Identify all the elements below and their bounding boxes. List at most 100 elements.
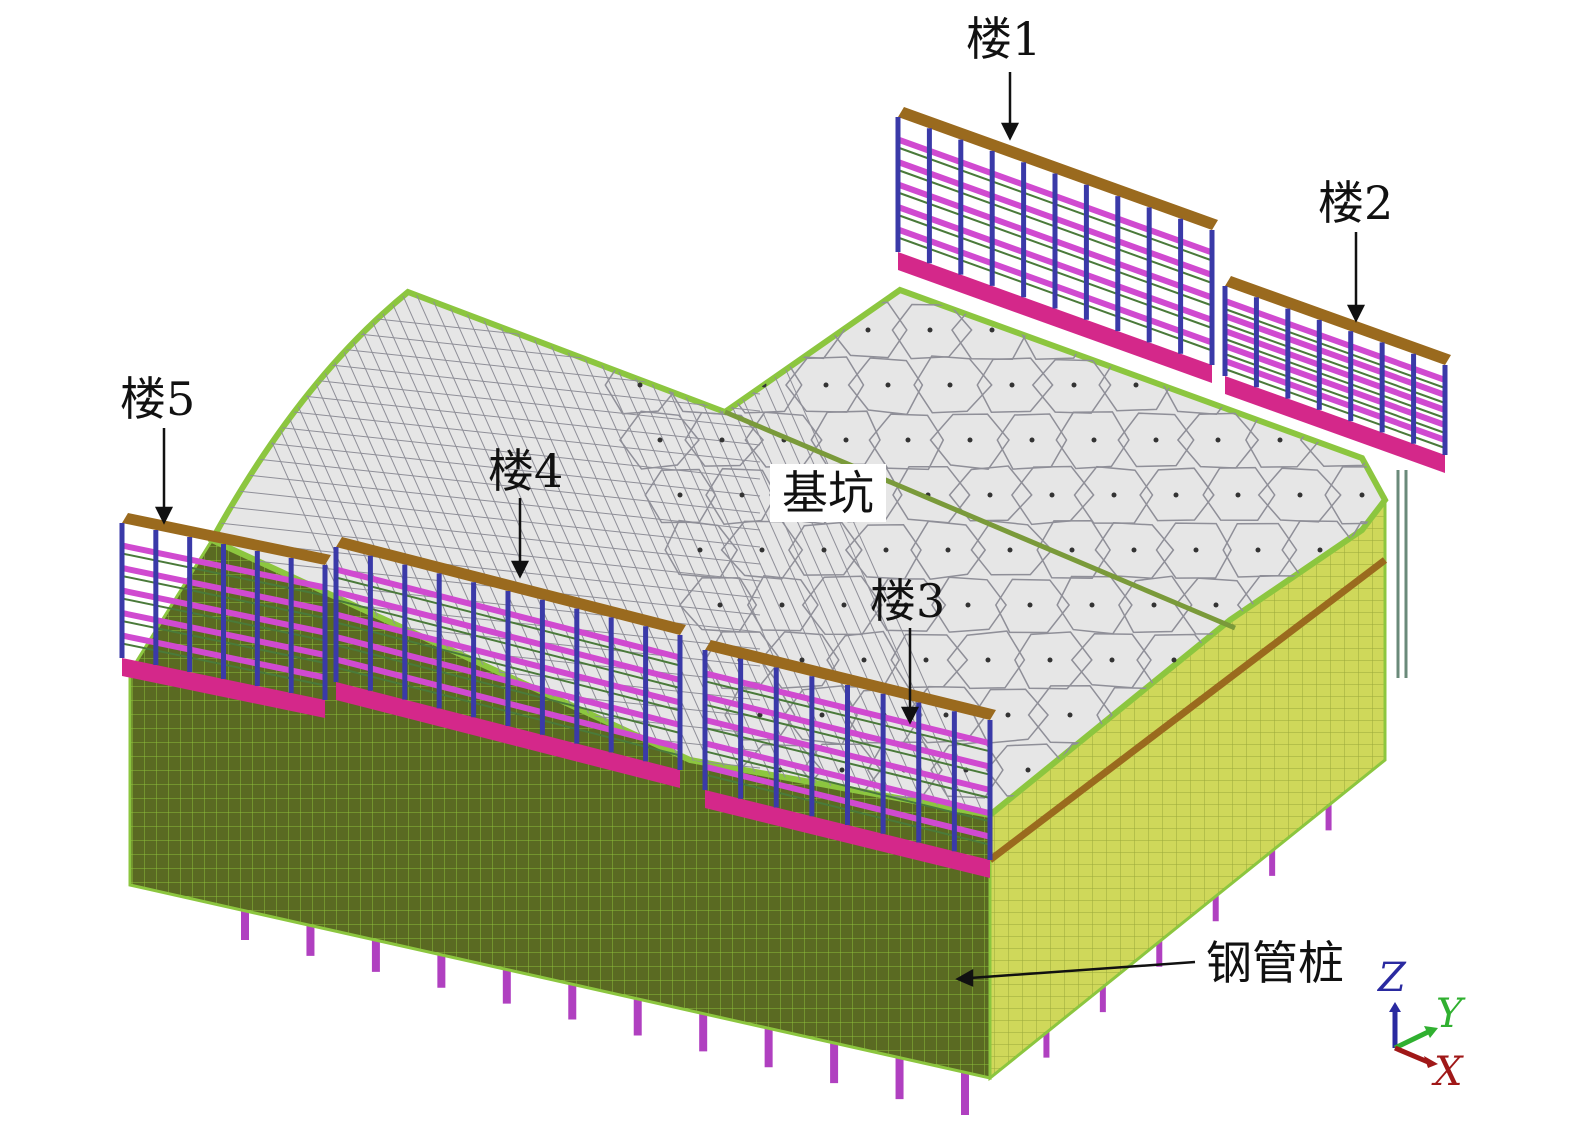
building-roof [705, 640, 996, 720]
mesh-node [1171, 657, 1177, 663]
mesh-node [1255, 547, 1261, 553]
mesh-node [1091, 437, 1097, 443]
mesh-node [803, 327, 809, 333]
building-beam [1223, 358, 1447, 443]
x-axis-label: X [1434, 1049, 1463, 1095]
building-base [705, 790, 990, 878]
mesh-node [1109, 657, 1115, 663]
mesh-node [1317, 547, 1323, 553]
building-base [1225, 376, 1445, 473]
mesh-node [823, 382, 829, 388]
mesh-cell [746, 575, 819, 632]
mesh-node [885, 382, 891, 388]
annotation-arrows [154, 72, 1366, 987]
mesh-cell [1118, 575, 1193, 634]
building-beam [1224, 353, 1446, 434]
mesh-cell [946, 630, 1026, 690]
mesh-line [212, 469, 761, 531]
mesh-node [1235, 492, 1241, 498]
pit-divider [724, 409, 1236, 631]
mesh-cell [976, 357, 1054, 413]
building-4-frame [333, 537, 686, 788]
building-beam [1223, 313, 1447, 398]
building-base [122, 658, 325, 718]
mesh-node [1398, 768, 1403, 773]
mesh-node [1213, 602, 1219, 608]
mesh-node [1420, 658, 1425, 663]
mesh-node [779, 602, 785, 608]
mesh-cell [1036, 519, 1111, 579]
mesh-node [927, 327, 933, 333]
x-axis-arrow [1394, 1045, 1429, 1065]
building-4-label: 楼4 [488, 444, 564, 498]
building-beam [1224, 368, 1446, 449]
mesh-node [945, 547, 951, 553]
mesh-cell [644, 468, 717, 524]
building-roof [122, 513, 331, 565]
mesh-node [1111, 492, 1117, 498]
mesh-node [1025, 767, 1031, 773]
mesh-node [947, 382, 953, 388]
mesh-cell [913, 355, 993, 414]
mesh-cell [1202, 466, 1276, 521]
mesh-node [843, 437, 849, 443]
mesh-node [1173, 492, 1179, 498]
mesh-cell [684, 411, 765, 467]
mesh-line [212, 418, 761, 480]
mesh-node [923, 657, 929, 663]
mesh-node [1440, 713, 1445, 718]
mesh-cell [642, 299, 723, 357]
mesh-node [821, 547, 827, 553]
mesh-node [699, 382, 705, 388]
mesh-cell [1055, 411, 1130, 470]
building-beam [1223, 343, 1447, 428]
mesh-line [212, 486, 761, 548]
mesh-node [637, 382, 643, 388]
mesh-node [819, 712, 825, 718]
building-1-frame [895, 107, 1218, 383]
building-beam [1224, 308, 1446, 389]
mesh-node [1027, 602, 1033, 608]
mesh-cell [705, 467, 777, 525]
mesh-node [989, 327, 995, 333]
mesh-cell [910, 520, 987, 581]
building-3-frame [702, 640, 996, 878]
mesh-line [451, 290, 693, 815]
building-1-label: 楼1 [966, 12, 1042, 66]
building-base [336, 682, 680, 788]
mesh-node [985, 657, 991, 663]
mesh-node [1047, 657, 1053, 663]
mesh-node [1069, 547, 1075, 553]
mesh-cell [1423, 744, 1504, 798]
mesh-cell [703, 299, 780, 358]
mesh-node [1297, 492, 1303, 498]
mesh-cell [868, 413, 945, 471]
mesh-node [839, 767, 845, 773]
mesh-node [1460, 768, 1465, 773]
mesh-cell [931, 576, 1008, 633]
building-beam [1223, 328, 1447, 413]
y-axis-label: Y [1436, 991, 1463, 1037]
building-roof [1225, 276, 1451, 365]
building-2-frame [1222, 276, 1451, 473]
mesh-node [1133, 382, 1139, 388]
mesh-node [741, 327, 747, 333]
building-beam [1224, 338, 1446, 419]
mesh-node [719, 437, 725, 443]
mesh-node [1215, 437, 1221, 443]
mesh-cell [1381, 631, 1385, 688]
mesh-node [1049, 492, 1055, 498]
mesh-node [1005, 712, 1011, 718]
mesh-node [1277, 437, 1283, 443]
mesh-cell [994, 578, 1071, 634]
mesh-cell [970, 520, 1053, 576]
mesh-line [212, 435, 761, 497]
mesh-node [1009, 382, 1015, 388]
mesh-node [865, 327, 871, 333]
mesh-node [717, 602, 723, 608]
mesh-node [1151, 602, 1157, 608]
mesh-node [1029, 437, 1035, 443]
mesh-node [759, 547, 765, 553]
mesh-node [617, 327, 623, 333]
mesh-node [1071, 382, 1077, 388]
